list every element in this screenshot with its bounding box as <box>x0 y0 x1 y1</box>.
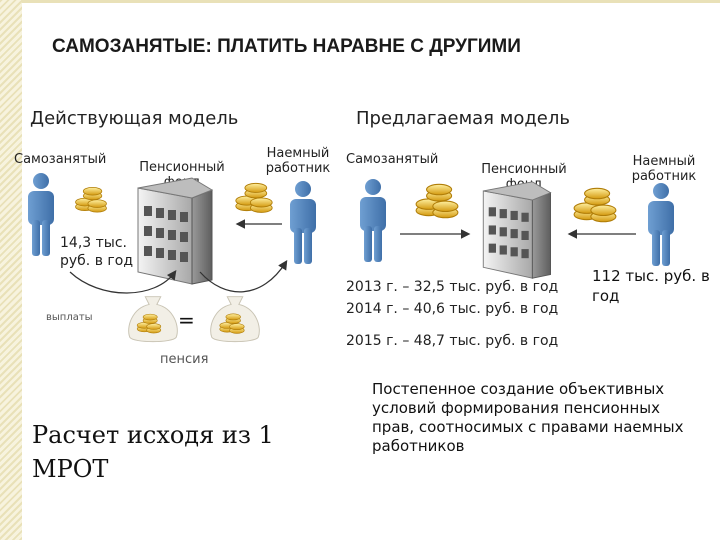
slide-title: САМОЗАНЯТЫЕ: ПЛАТИТЬ НАРАВНЕ С ДРУГИМИ <box>52 36 521 57</box>
proposed-rate-2014: 2014 г. – 40,6 тыс. руб. в год <box>346 301 559 317</box>
current-amount-label: 14,3 тыс. руб. в год <box>60 235 134 269</box>
current-model-heading: Действующая модель <box>30 108 239 129</box>
proposed-model-heading: Предлагаемая модель <box>356 108 570 129</box>
decorative-top-line <box>22 0 720 3</box>
proposed-employee-amount-label: 112 тыс. руб. в год <box>592 267 710 305</box>
proposed-note-text: Постепенное создание объективных условий… <box>372 380 684 455</box>
current-calculation-basis-text: Расчет исходя из 1 МРОТ <box>32 421 274 483</box>
equals-sign: = <box>178 308 195 332</box>
proposed-rate-2013: 2013 г. – 32,5 тыс. руб. в год <box>346 279 559 295</box>
current-employee-label: Наемный работник <box>265 146 331 176</box>
proposed-employee-label: Наемный работник <box>631 154 697 184</box>
proposed-rate-2015: 2015 г. – 48,7 тыс. руб. в год <box>346 333 559 349</box>
current-self-employed-label: Самозанятый <box>14 152 107 167</box>
decorative-stripe <box>0 0 22 540</box>
current-payments-label: выплаты <box>46 312 93 323</box>
proposed-self-employed-label: Самозанятый <box>346 152 439 167</box>
current-pension-label: пенсия <box>160 352 209 367</box>
